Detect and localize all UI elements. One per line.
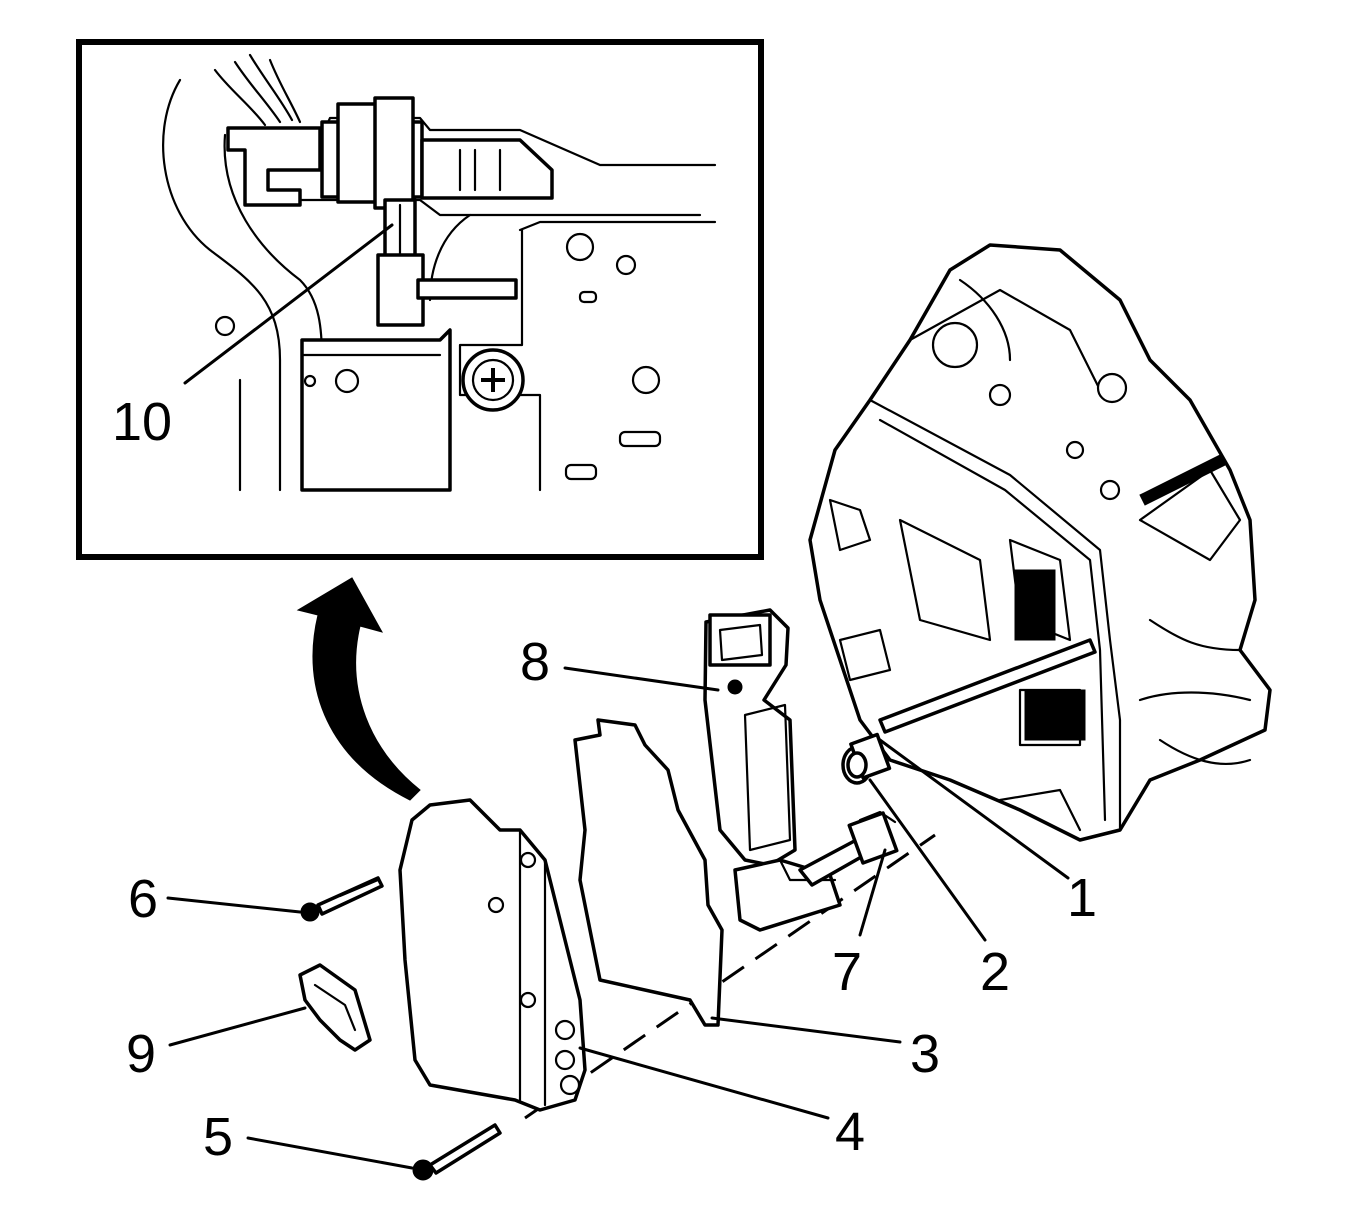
- callout-3: 3: [910, 1024, 940, 1084]
- upper-bolt: [300, 876, 384, 922]
- leader-3: [710, 1016, 902, 1044]
- control-valve-body: [398, 798, 587, 1112]
- callout-10: 10: [112, 392, 172, 452]
- callout-2: 2: [980, 942, 1010, 1002]
- leader-10: [183, 223, 394, 385]
- leader-1: [878, 738, 1070, 880]
- transmission-case: [808, 243, 1272, 842]
- alignment-line: [524, 833, 936, 1120]
- callout-5: 5: [203, 1107, 233, 1167]
- callout-8: 8: [520, 632, 550, 692]
- curved-arrow-up-icon: [296, 577, 421, 801]
- callout-4: 4: [835, 1102, 865, 1162]
- callout-1: 1: [1067, 868, 1097, 928]
- spacer-plate: [573, 718, 724, 1027]
- leader-2: [868, 778, 987, 942]
- leader-4: [578, 1046, 830, 1120]
- leader-8: [563, 666, 720, 692]
- callout-7: 7: [832, 942, 862, 1002]
- detail-inset: [76, 39, 764, 560]
- lower-bolt: [412, 1123, 502, 1181]
- callout-6: 6: [128, 869, 158, 929]
- bracket: [298, 963, 372, 1052]
- callout-9: 9: [126, 1024, 156, 1084]
- leader-9: [168, 1006, 307, 1047]
- leader-7: [858, 848, 887, 937]
- sensor-connector: [798, 810, 899, 887]
- leader-6: [166, 896, 302, 914]
- leader-5: [246, 1136, 414, 1170]
